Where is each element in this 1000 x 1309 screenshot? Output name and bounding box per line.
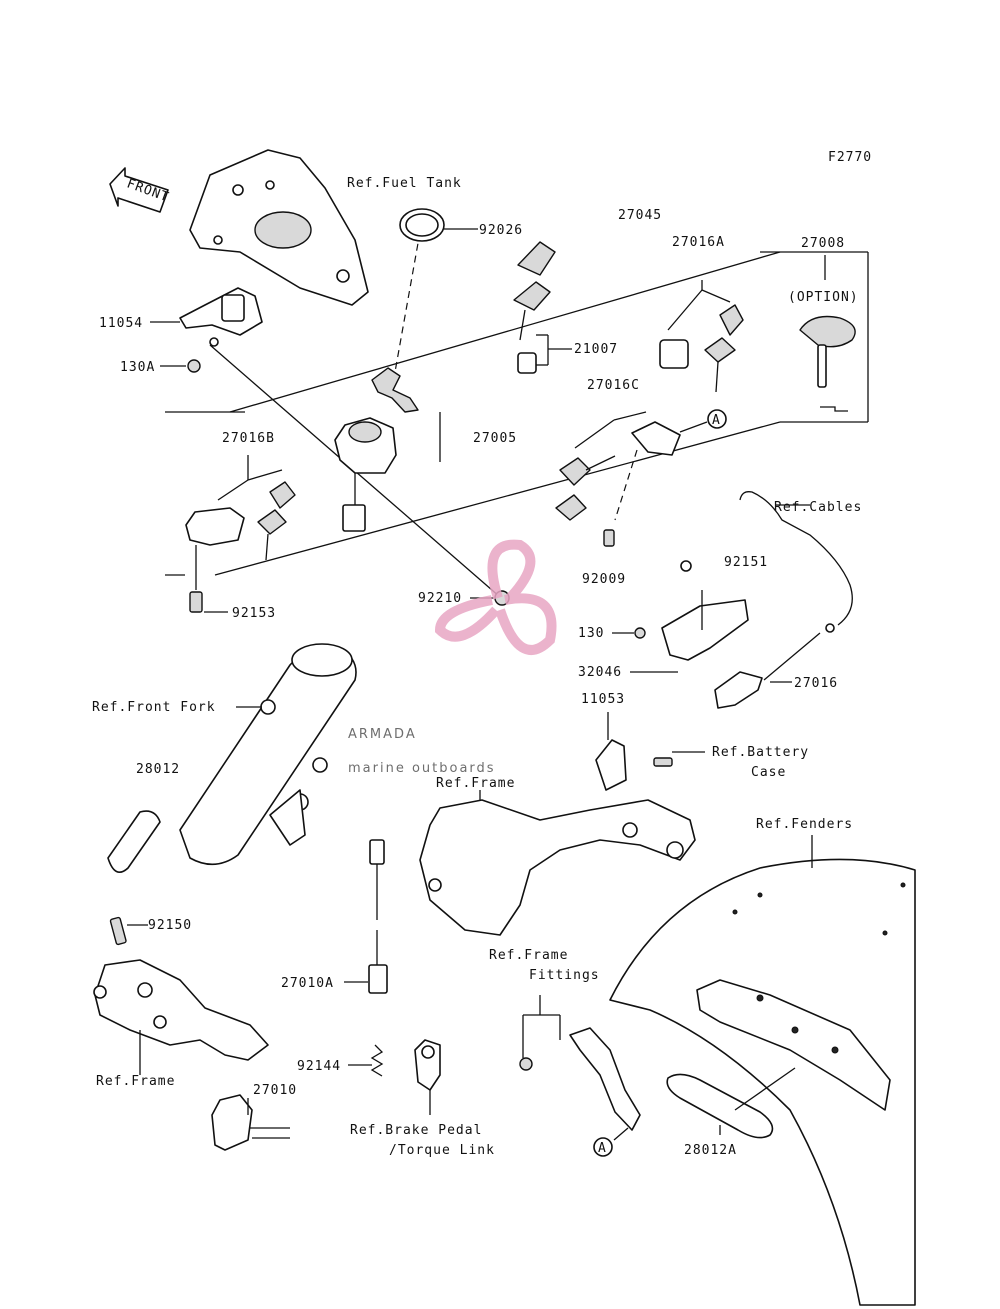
part-92009-screw — [603, 529, 615, 547]
part-27008-option-key — [799, 255, 856, 412]
label-27045: 27045 — [618, 208, 662, 223]
propeller-logo — [434, 539, 557, 655]
label-ref-frame-fittings: Ref.Frame — [489, 948, 568, 963]
part-28012a-pad — [666, 1067, 796, 1139]
label-21007: 21007 — [574, 342, 618, 357]
label-130a: 130A — [120, 360, 155, 375]
label-27010: 27010 — [253, 1083, 297, 1098]
watermark: ARMADA marine outboards — [348, 539, 557, 776]
marker-a-bottom: A — [598, 1141, 607, 1156]
label-27016: 27016 — [794, 676, 838, 691]
part-28012-pad — [107, 810, 161, 874]
front-arrow: FRONT — [109, 167, 171, 213]
fuel-tank-cover — [189, 149, 369, 306]
label-92009: 92009 — [582, 572, 626, 587]
label-27016b: 27016B — [222, 431, 275, 446]
label-option: (OPTION) — [788, 290, 859, 305]
label-27010a: 27010A — [281, 976, 334, 991]
label-27016c: 27016C — [587, 378, 640, 393]
label-ref-battery: Ref.Battery — [712, 745, 809, 760]
label-28012a: 28012A — [684, 1143, 737, 1158]
part-11053-bracket — [595, 712, 705, 791]
part-27010a-switch — [344, 839, 441, 1115]
label-ref-frame-low: Ref.Frame — [96, 1074, 175, 1089]
label-130: 130 — [578, 626, 604, 641]
front-fork-tube — [179, 643, 357, 866]
label-ref-frame-fittings-2: Fittings — [529, 968, 600, 983]
part-130a-bolt — [160, 359, 201, 373]
label-27008: 27008 — [801, 236, 845, 251]
label-92210: 92210 — [418, 591, 462, 606]
label-ref-front-fork: Ref.Front Fork — [92, 700, 216, 715]
label-92153: 92153 — [232, 606, 276, 621]
label-11054: 11054 — [99, 316, 143, 331]
label-92151: 92151 — [724, 555, 768, 570]
callout-labels: F2770 Ref.Fuel Tank 92026 27045 27008 (O… — [92, 150, 872, 1158]
label-32046: 32046 — [578, 665, 622, 680]
frame-fittings-bracket: A — [519, 995, 641, 1157]
label-ref-fenders: Ref.Fenders — [756, 817, 853, 832]
label-27005: 27005 — [473, 431, 517, 446]
part-27016-cable-lock — [714, 491, 853, 709]
watermark-tagline: marine outboards — [348, 761, 496, 776]
watermark-brand: ARMADA — [348, 727, 417, 742]
rear-fender — [609, 835, 916, 1306]
part-27016c-lock-set: A — [555, 409, 727, 521]
label-ref-frame-mid: Ref.Frame — [436, 776, 515, 791]
label-ref-brake: Ref.Brake Pedal — [350, 1123, 482, 1138]
part-27016a-lock-set — [659, 280, 744, 393]
part-32046-bracket — [612, 560, 749, 673]
part-27016b-lock-set — [185, 455, 296, 613]
figure-code: F2770 — [828, 150, 872, 165]
label-27016a: 27016A — [672, 235, 725, 250]
label-92150: 92150 — [148, 918, 192, 933]
label-11053: 11053 — [581, 692, 625, 707]
part-27005-ignition-switch — [334, 367, 419, 532]
label-92026: 92026 — [479, 223, 523, 238]
frame-middle — [419, 790, 696, 936]
label-ref-fuel-tank: Ref.Fuel Tank — [347, 176, 462, 191]
part-21007-keys — [513, 241, 572, 374]
part-92026-ring — [399, 208, 478, 242]
marker-a-top: A — [712, 413, 721, 428]
part-11054-bracket — [150, 287, 263, 347]
label-28012: 28012 — [136, 762, 180, 777]
label-ref-cables: Ref.Cables — [774, 500, 862, 515]
lower-frame-assembly — [93, 916, 290, 1151]
label-92144: 92144 — [297, 1059, 341, 1074]
label-ref-battery-case: Case — [751, 765, 786, 780]
label-ref-torque-link: /Torque Link — [389, 1143, 495, 1158]
